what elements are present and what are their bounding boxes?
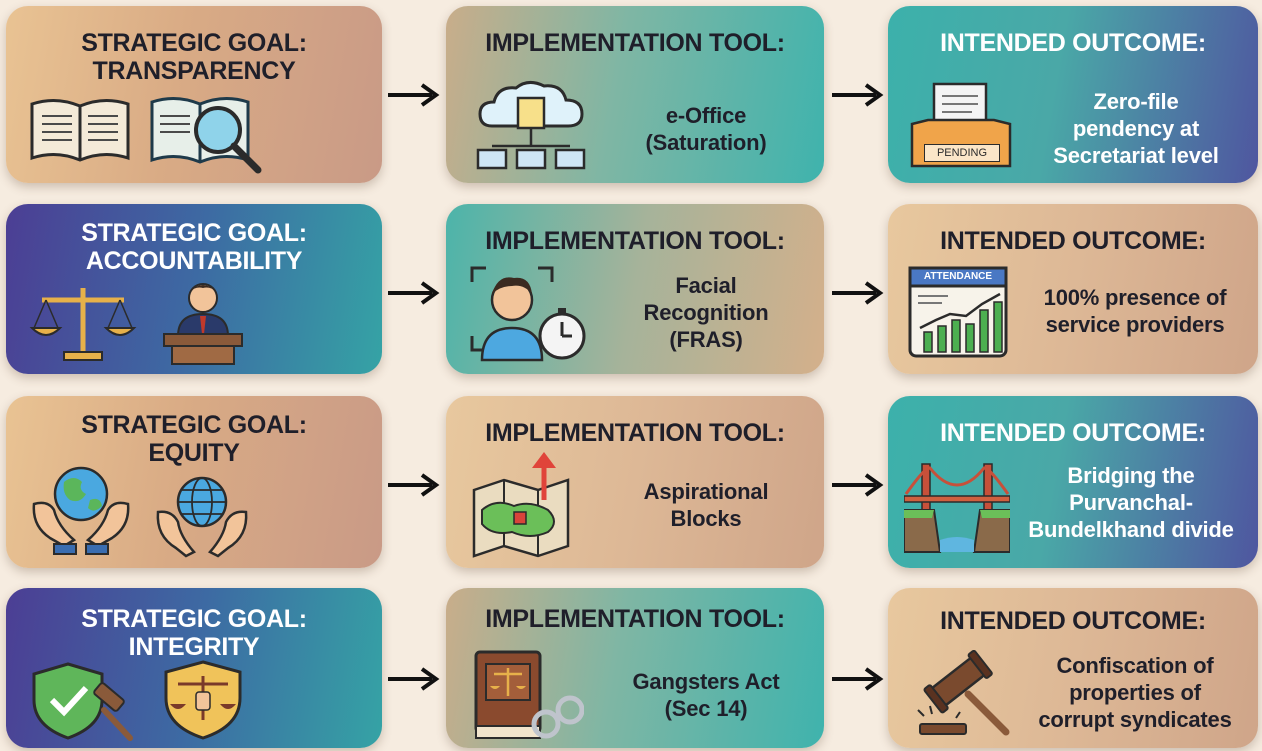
outcome-label: INTENDED OUTCOME: — [940, 419, 1206, 447]
bridge-icon — [904, 463, 1010, 553]
goal-label: STRATEGIC GOAL: — [81, 29, 307, 57]
tool-line2: Recognition — [643, 300, 769, 325]
tool-line2: (Sec 14) — [664, 696, 748, 721]
outcome-line1: 100% presence of — [1043, 285, 1227, 310]
outcome-line2: pendency at — [1072, 116, 1200, 141]
goal-label: STRATEGIC GOAL: — [81, 411, 307, 439]
arrow-right-icon — [832, 473, 884, 497]
arrow-right-icon — [832, 281, 884, 305]
outcome-card-bridging-divide: INTENDED OUTCOME: Bridging the Purvancha… — [888, 396, 1258, 568]
tool-label: IMPLEMENTATION TOOL: — [485, 29, 785, 57]
goal-label: STRATEGIC GOAL: — [81, 605, 307, 633]
hands-globe-icon — [156, 476, 248, 558]
attendance-badge: ATTENDANCE — [923, 271, 993, 282]
law-book-handcuffs-icon — [474, 650, 584, 739]
tool-line1: Aspirational — [643, 479, 769, 504]
outcome-line2: Purvanchal- — [1069, 490, 1193, 515]
tool-label: IMPLEMENTATION TOOL: — [485, 605, 785, 633]
goal-card-accountability: STRATEGIC GOAL: ACCOUNTABILITY — [6, 204, 382, 374]
tool-card-aspirational-blocks: IMPLEMENTATION TOOL: Aspirational Blocks — [446, 396, 824, 568]
tool-line2: (Saturation) — [645, 130, 767, 155]
arrow-right-icon — [388, 83, 440, 107]
arrow-right-icon — [832, 83, 884, 107]
outcome-line1: Bridging the — [1067, 463, 1195, 488]
tool-label: IMPLEMENTATION TOOL: — [485, 419, 785, 447]
shield-gavel-icon — [32, 662, 133, 741]
scales-of-justice-icon — [29, 288, 137, 361]
tool-card-gangsters-act: IMPLEMENTATION TOOL: Gangsters Act (Sec … — [446, 588, 824, 748]
shield-scales-icon — [164, 660, 242, 740]
outcome-label: INTENDED OUTCOME: — [940, 29, 1206, 57]
outcome-label: INTENDED OUTCOME: — [940, 227, 1206, 255]
outcome-line1: Confiscation of — [1056, 653, 1214, 678]
outcome-card-presence: INTENDED OUTCOME: 100% presence of servi… — [888, 204, 1258, 374]
outcome-card-confiscation: INTENDED OUTCOME: Confiscation of proper… — [888, 588, 1258, 748]
outcome-line2: service providers — [1045, 312, 1225, 337]
outcome-label: INTENDED OUTCOME: — [940, 607, 1206, 635]
arrow-right-icon — [388, 473, 440, 497]
goal-card-integrity: STRATEGIC GOAL: INTEGRITY — [6, 588, 382, 748]
goal-value: ACCOUNTABILITY — [85, 247, 303, 275]
tool-line1: e-Office — [665, 103, 747, 128]
goal-value: EQUITY — [148, 439, 240, 467]
arrow-right-icon — [832, 667, 884, 691]
tool-label: IMPLEMENTATION TOOL: — [485, 227, 785, 255]
map-growth-icon — [472, 452, 570, 558]
goal-card-transparency: STRATEGIC GOAL: TRANSPARENCY — [6, 6, 382, 183]
outcome-card-zero-pendency: INTENDED OUTCOME: Zero-file pendency at … — [888, 6, 1258, 183]
goal-card-equity: STRATEGIC GOAL: EQUITY — [6, 396, 382, 568]
face-scan-timer-icon — [470, 266, 586, 362]
tool-card-fras: IMPLEMENTATION TOOL: Facial Recognition … — [446, 204, 824, 374]
magnifier-book-icon — [150, 97, 262, 174]
arrow-right-icon — [388, 667, 440, 691]
gavel-icon — [917, 650, 1010, 736]
outcome-line3: Bundelkhand divide — [1028, 517, 1234, 542]
arrow-right-icon — [388, 281, 440, 305]
tool-line1: Facial — [675, 273, 737, 298]
outcome-line3: Secretariat level — [1053, 143, 1219, 168]
outcome-line2: properties of — [1069, 680, 1201, 705]
open-book-icon — [30, 99, 130, 162]
outcome-line1: Zero-file — [1093, 89, 1179, 114]
tool-line2: Blocks — [670, 506, 742, 531]
pending-badge: PENDING — [924, 144, 1000, 162]
tool-card-e-office: IMPLEMENTATION TOOL: e-Office (Saturatio… — [446, 6, 824, 183]
tool-line1: Gangsters Act — [632, 669, 780, 694]
goal-label: STRATEGIC GOAL: — [81, 219, 307, 247]
tool-line3: (FRAS) — [669, 327, 743, 352]
goal-value: TRANSPARENCY — [92, 57, 296, 85]
goal-value: INTEGRITY — [128, 633, 260, 661]
cloud-network-icon — [476, 81, 586, 170]
hands-globe-icon — [32, 466, 130, 555]
outcome-line3: corrupt syndicates — [1038, 707, 1232, 732]
attendance-chart-icon: ATTENDANCE — [908, 266, 1008, 358]
official-at-podium-icon — [163, 283, 243, 365]
pending-inbox-icon: PENDING — [906, 80, 1016, 170]
